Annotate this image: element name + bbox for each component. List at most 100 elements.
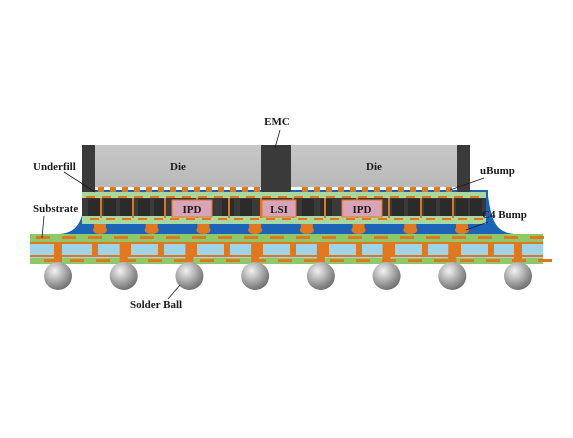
ubump: [170, 187, 176, 192]
emc-right: [457, 145, 470, 192]
die-right-label: Die: [366, 161, 382, 173]
ubump: [254, 187, 260, 192]
solder-ball-label: Solder Ball: [130, 299, 182, 311]
solder-ball: [504, 262, 532, 290]
ubump: [446, 187, 452, 192]
ubump: [98, 187, 104, 192]
substrate-trace: [148, 259, 162, 262]
substrate-trace: [70, 259, 84, 262]
solder-ball: [372, 262, 401, 290]
interposer-trace: [102, 196, 111, 198]
ubump: [158, 187, 164, 192]
ipd-right-label: IPD: [353, 204, 372, 216]
interposer-trace: [358, 196, 367, 198]
interposer-pad: [392, 199, 404, 216]
c4-bump-cap: [248, 226, 263, 234]
substrate-via: [422, 244, 428, 256]
interposer-trace: [426, 218, 435, 220]
underfill-leader: [63, 171, 96, 193]
interposer-pad: [408, 199, 420, 216]
substrate-vias: [54, 242, 522, 264]
substrate-via: [251, 242, 260, 264]
interposer-trace: [282, 218, 291, 220]
substrate-trace: [374, 236, 388, 239]
annotations: EMC Underfill uBump Substrate C4 Bump So…: [33, 116, 527, 311]
ubump-leader: [449, 177, 485, 191]
substrate-trace: [114, 236, 128, 239]
substrate-via: [455, 244, 461, 256]
c4-bump-cap: [351, 226, 366, 234]
interposer-trace: [266, 218, 275, 220]
interposer-trace: [394, 218, 403, 220]
c4-bump-cap: [144, 226, 159, 234]
ipd-left-label: IPD: [183, 204, 202, 216]
interposer-via: [100, 198, 102, 218]
substrate-plane: [30, 242, 543, 244]
substrate-trace: [166, 236, 180, 239]
ubump: [422, 187, 428, 192]
interposer-trace: [330, 218, 339, 220]
c4-bump-cap: [196, 226, 211, 234]
interposer-via: [324, 198, 326, 218]
ubump: [122, 187, 128, 192]
interposer-trace: [362, 218, 371, 220]
interposer-trace: [458, 218, 467, 220]
interposer-trace: [214, 196, 223, 198]
substrate-trace: [278, 259, 292, 262]
interposer-trace: [442, 218, 451, 220]
interposer-copper-traces: [86, 196, 483, 220]
emc-leader: [274, 129, 281, 149]
interposer-via: [132, 198, 134, 218]
substrate-via: [316, 242, 325, 264]
embedded-chips: IPD LSI IPD: [171, 199, 383, 218]
substrate-trace: [478, 236, 492, 239]
ubump: [386, 187, 392, 192]
substrate-trace: [322, 236, 336, 239]
ubump-label: uBump: [480, 165, 515, 177]
interposer-pad: [104, 199, 116, 216]
c4-bump-row: [93, 224, 469, 234]
interposer-pad: [440, 199, 452, 216]
interposer-pad: [302, 199, 314, 216]
solder-ball-leader: [167, 284, 181, 300]
interposer-pad: [120, 199, 132, 216]
c4-bump-leader: [465, 221, 489, 231]
substrate-trace: [44, 259, 58, 262]
c4-bump-cap: [299, 226, 314, 234]
interposer-trace: [294, 196, 303, 198]
substrate-trace: [486, 259, 500, 262]
substrate-trace: [140, 236, 154, 239]
die-left-label: Die: [170, 161, 186, 173]
substrate-trace: [504, 236, 518, 239]
lsi-chip: [261, 199, 297, 218]
interposer-via: [420, 198, 422, 218]
interposer-trace: [346, 218, 355, 220]
substrate: [30, 234, 552, 264]
substrate-trace: [192, 236, 206, 239]
substrate-via: [224, 244, 230, 256]
interposer-pad: [88, 199, 100, 216]
interposer-pad: [240, 199, 252, 216]
ubump: [194, 187, 200, 192]
interposer-trace: [118, 196, 127, 198]
substrate-leader: [41, 215, 45, 239]
emc-left: [82, 145, 95, 192]
interposer-trace: [374, 196, 383, 198]
ubump: [434, 187, 440, 192]
interposer-trace: [250, 218, 259, 220]
substrate-trace: [400, 236, 414, 239]
substrate-via: [119, 242, 128, 264]
substrate-trace: [36, 236, 50, 239]
interposer-trace: [390, 196, 399, 198]
substrate-via: [356, 244, 362, 256]
interposer-pad: [424, 199, 436, 216]
substrate-trace: [530, 236, 544, 239]
interposer-via: [452, 198, 454, 218]
interposer-trace: [410, 218, 419, 220]
interposer-pads: [88, 199, 482, 216]
interposer-trace: [246, 196, 255, 198]
interposer-pad: [138, 199, 150, 216]
interposer-trace: [230, 196, 239, 198]
solder-ball-row: [44, 262, 532, 290]
interposer-trace: [202, 218, 211, 220]
